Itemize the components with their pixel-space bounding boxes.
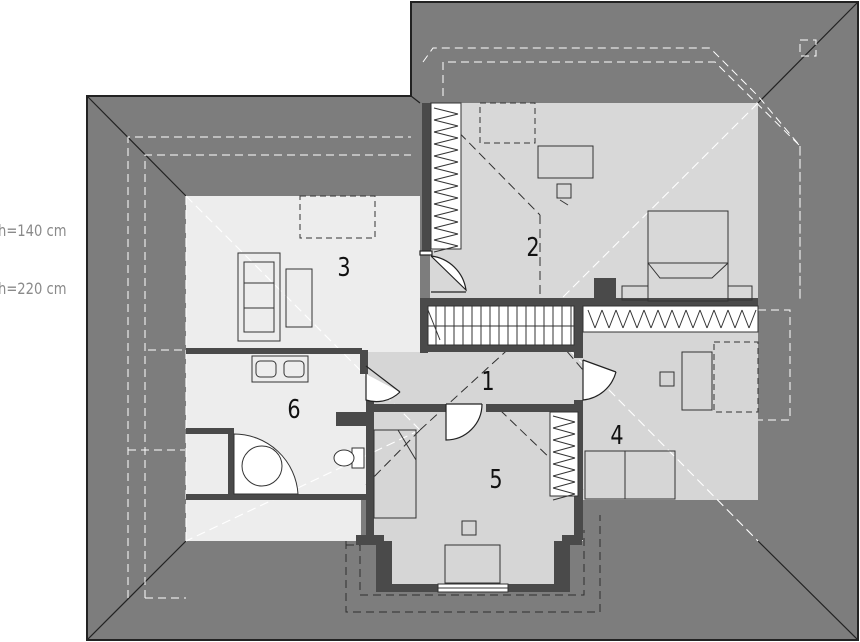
ridge-dashed-lines <box>185 102 759 542</box>
doors <box>365 250 617 441</box>
interior <box>186 103 758 587</box>
door-room4 <box>582 359 617 401</box>
room-2-area <box>430 103 758 305</box>
room-5-label: 5 <box>489 464 502 495</box>
wall-room2-left <box>422 103 431 251</box>
room-3-area <box>186 196 420 352</box>
wall-room5-left <box>366 400 374 542</box>
sofa-area <box>222 250 282 340</box>
bed-room5 <box>373 429 417 519</box>
desk-room2 <box>537 145 594 179</box>
room-labels: 2 3 1 4 5 6 <box>287 232 623 495</box>
chimney <box>594 278 616 300</box>
wall-stair-left <box>420 298 428 353</box>
room-3-upper-strip <box>186 196 418 199</box>
wall-stub <box>336 412 374 426</box>
bottom-left-strip <box>186 500 361 541</box>
wall-room5-top-right <box>486 404 580 412</box>
wall-bath-inner <box>186 428 231 434</box>
wall-bath-top <box>186 348 362 354</box>
hip-line <box>757 540 859 641</box>
sofa-room3 <box>237 252 281 342</box>
hip-line <box>86 540 187 641</box>
desk-room5 <box>444 544 501 584</box>
hip-line <box>757 1 859 104</box>
room-4-label: 4 <box>610 420 623 451</box>
wardrobe-room2 <box>430 102 462 250</box>
wall-stair-bottom <box>420 345 580 352</box>
door-room5 <box>445 403 483 441</box>
wall-room5-top-left <box>366 404 446 412</box>
room-1-label: 1 <box>481 366 494 397</box>
roof-dashed-lines <box>127 39 817 599</box>
wall-bath-corner <box>228 428 234 498</box>
room4-dashed-cabinet <box>713 341 759 413</box>
room-3-label: 3 <box>337 252 350 283</box>
door-room6 <box>365 365 401 403</box>
room-5-bay <box>392 541 554 587</box>
room-4-area <box>583 305 758 500</box>
wall-bath-right <box>360 350 368 374</box>
bay-window <box>437 583 509 593</box>
dashed-outline-bottom <box>345 515 601 613</box>
room3-dashed-shelf <box>299 195 376 239</box>
wall-room4-top <box>583 298 758 306</box>
height-label-140: h=140 cm <box>0 222 66 241</box>
wardrobes <box>430 102 759 501</box>
door-room2 <box>419 250 467 293</box>
room-2-label: 2 <box>526 232 539 263</box>
staircase <box>427 305 575 346</box>
wall-stair-right <box>574 298 583 358</box>
chair-room5 <box>461 520 477 536</box>
chair-room4 <box>659 371 675 387</box>
chair-room2 <box>556 183 572 199</box>
table-room3 <box>285 268 313 328</box>
wall-stair-top <box>420 298 583 306</box>
height-labels: h=140 cm h=220 cm <box>0 222 66 299</box>
desk-room4 <box>681 351 713 411</box>
sink-room6 <box>251 355 309 383</box>
height-label-220: h=220 cm <box>0 280 66 299</box>
hip-line <box>86 95 187 197</box>
room-5-area <box>366 408 583 541</box>
wall-bay-left <box>376 541 392 589</box>
furniture <box>233 102 759 584</box>
wall-bay-right <box>554 541 570 589</box>
room-6-label: 6 <box>287 394 300 425</box>
wall-bath-bottom <box>186 494 366 500</box>
corner-bathtub <box>233 433 299 495</box>
room2-dashed-cabinet <box>479 102 536 144</box>
